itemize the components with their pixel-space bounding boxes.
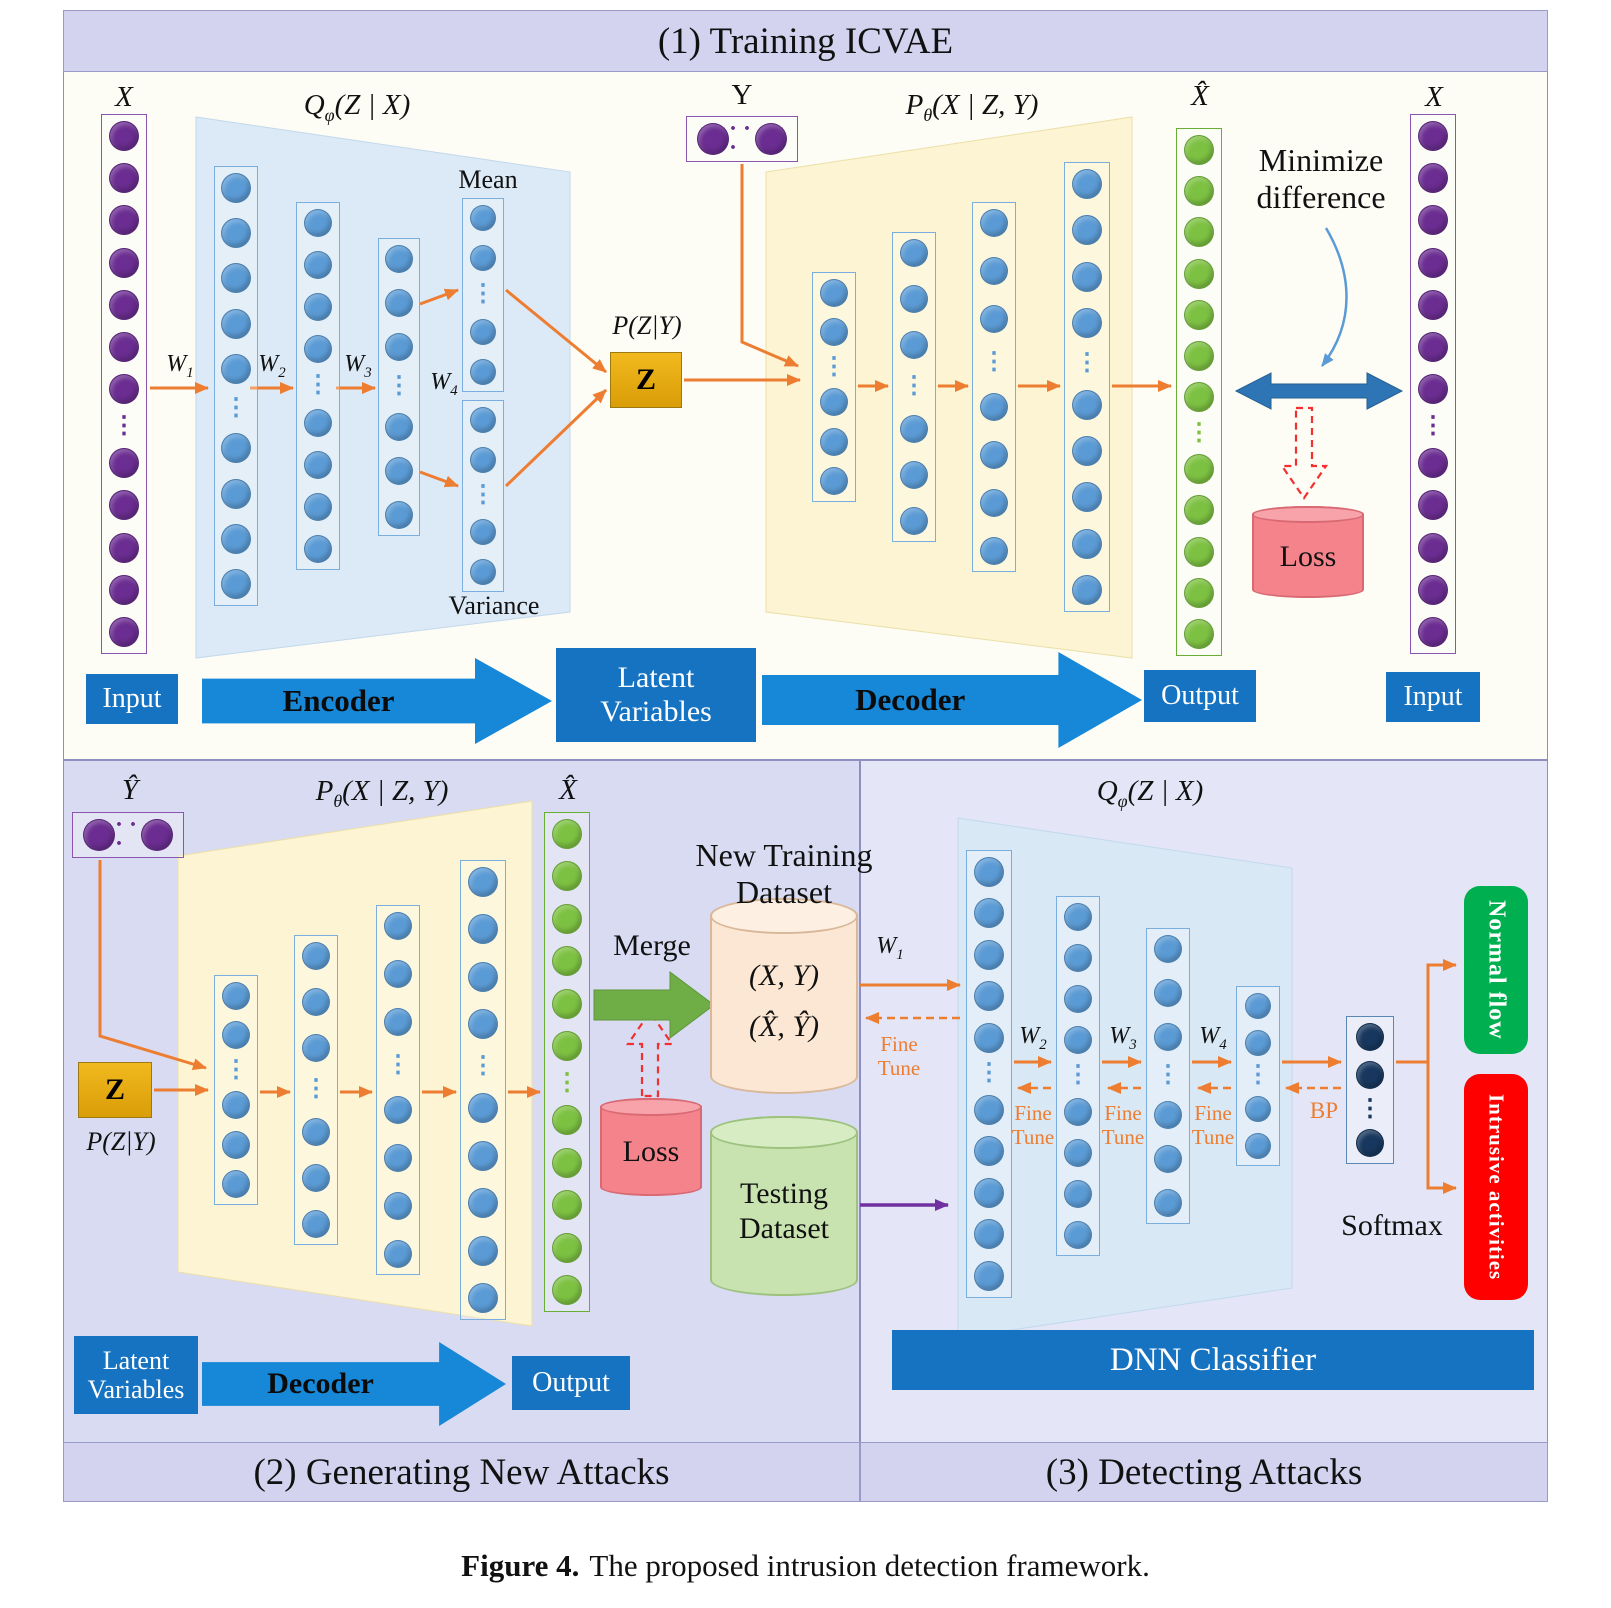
encoder-formula-p3: Qφ(Z | X) <box>1096 774 1204 811</box>
panel3-title: (3) Detecting Attacks <box>1045 1451 1363 1493</box>
fine-tune-label-0: Fine Tune <box>877 1031 921 1080</box>
xyhat-pair-label: (X̂, Ŷ) <box>749 1010 819 1043</box>
merge-label: Merge <box>613 928 691 962</box>
input-left-box-p1: Input <box>86 674 178 724</box>
figure-caption-text: The proposed intrusion detection framewo… <box>589 1548 1150 1583</box>
w3-label-p1: W3 <box>344 350 372 381</box>
latent-variables-box-p2: Latent Variables <box>74 1336 198 1414</box>
loss-cylinder-p1: Loss <box>1252 506 1364 598</box>
xhat-label-p1: X̂ <box>1191 80 1209 113</box>
loss-cylinder-top-p1 <box>1252 506 1364 523</box>
new-training-cylinder-top <box>710 898 858 935</box>
panel1-title: (1) Training ICVAE <box>657 20 954 62</box>
y-label-p1: Y <box>731 79 753 112</box>
panel1-title-band: (1) Training ICVAE <box>63 10 1548 72</box>
pzy-label-p2: P(Z|Y) <box>86 1127 156 1157</box>
panel2-title-band: (2) Generating New Attacks <box>63 1442 860 1502</box>
new-training-dataset-cylinder: (X, Y) (X̂, Ŷ) <box>710 898 858 1094</box>
latent-z-box-p1: Z <box>610 352 682 408</box>
intrusive-activities-box: Intrusive activities <box>1464 1074 1528 1300</box>
decoder-formula-p1: Pθ(X | Z, Y) <box>905 88 1039 125</box>
xhat-label-p2: X̂ <box>559 774 577 807</box>
loss-cylinder-p2: Loss <box>600 1098 702 1196</box>
panel2-title: (2) Generating New Attacks <box>253 1451 670 1493</box>
w2-label-p1: W2 <box>258 350 286 381</box>
x-input-label-right-p1: X <box>1425 81 1443 114</box>
bp-label: BP <box>1309 1097 1339 1123</box>
w4-label-p3: W4 <box>1199 1022 1227 1053</box>
dnn-classifier-banner: DNN Classifier <box>892 1330 1534 1390</box>
encoder-formula-p1: Qφ(Z | X) <box>303 88 411 125</box>
panel3-title-band: (3) Detecting Attacks <box>860 1442 1548 1502</box>
fine-tune-label-3: Fine Tune <box>1191 1100 1235 1149</box>
fine-tune-label-1: Fine Tune <box>1011 1100 1055 1149</box>
softmax-label: Softmax <box>1341 1208 1443 1242</box>
loss-cylinder-top-p2 <box>600 1098 702 1116</box>
pzy-label-p1: P(Z|Y) <box>612 311 682 341</box>
w1-label-p3: W1 <box>876 932 904 963</box>
minimize-difference-label: Minimize difference <box>1256 142 1386 215</box>
output-box-p1: Output <box>1144 670 1256 722</box>
w2-label-p3: W2 <box>1019 1022 1047 1053</box>
yhat-label-p2: Ŷ <box>121 774 139 807</box>
latent-variables-box-p1: Latent Variables <box>556 648 756 742</box>
decoder-formula-p2: Pθ(X | Z, Y) <box>315 774 449 811</box>
new-training-dataset-label: New Training Dataset <box>695 837 873 910</box>
w1-label-p1: W1 <box>166 350 194 381</box>
mean-label: Mean <box>458 165 518 195</box>
variance-label: Variance <box>448 591 540 621</box>
w3-label-p3: W3 <box>1109 1022 1137 1053</box>
xy-pair-label: (X, Y) <box>749 958 819 992</box>
figure-caption: Figure 4. The proposed intrusion detectio… <box>0 1548 1611 1584</box>
testing-dataset-cylinder: Testing Dataset <box>710 1116 858 1296</box>
fine-tune-label-2: Fine Tune <box>1101 1100 1145 1149</box>
figure-caption-label: Figure 4. <box>461 1548 580 1583</box>
latent-z-box-p2: Z <box>78 1062 152 1118</box>
x-input-label-p1: X <box>115 81 133 114</box>
testing-cylinder-top <box>710 1116 858 1150</box>
normal-flow-box: Normal flow <box>1464 886 1528 1054</box>
input-right-box-p1: Input <box>1386 672 1480 722</box>
w4-label-p1: W4 <box>430 368 458 399</box>
output-box-p2: Output <box>512 1356 630 1410</box>
